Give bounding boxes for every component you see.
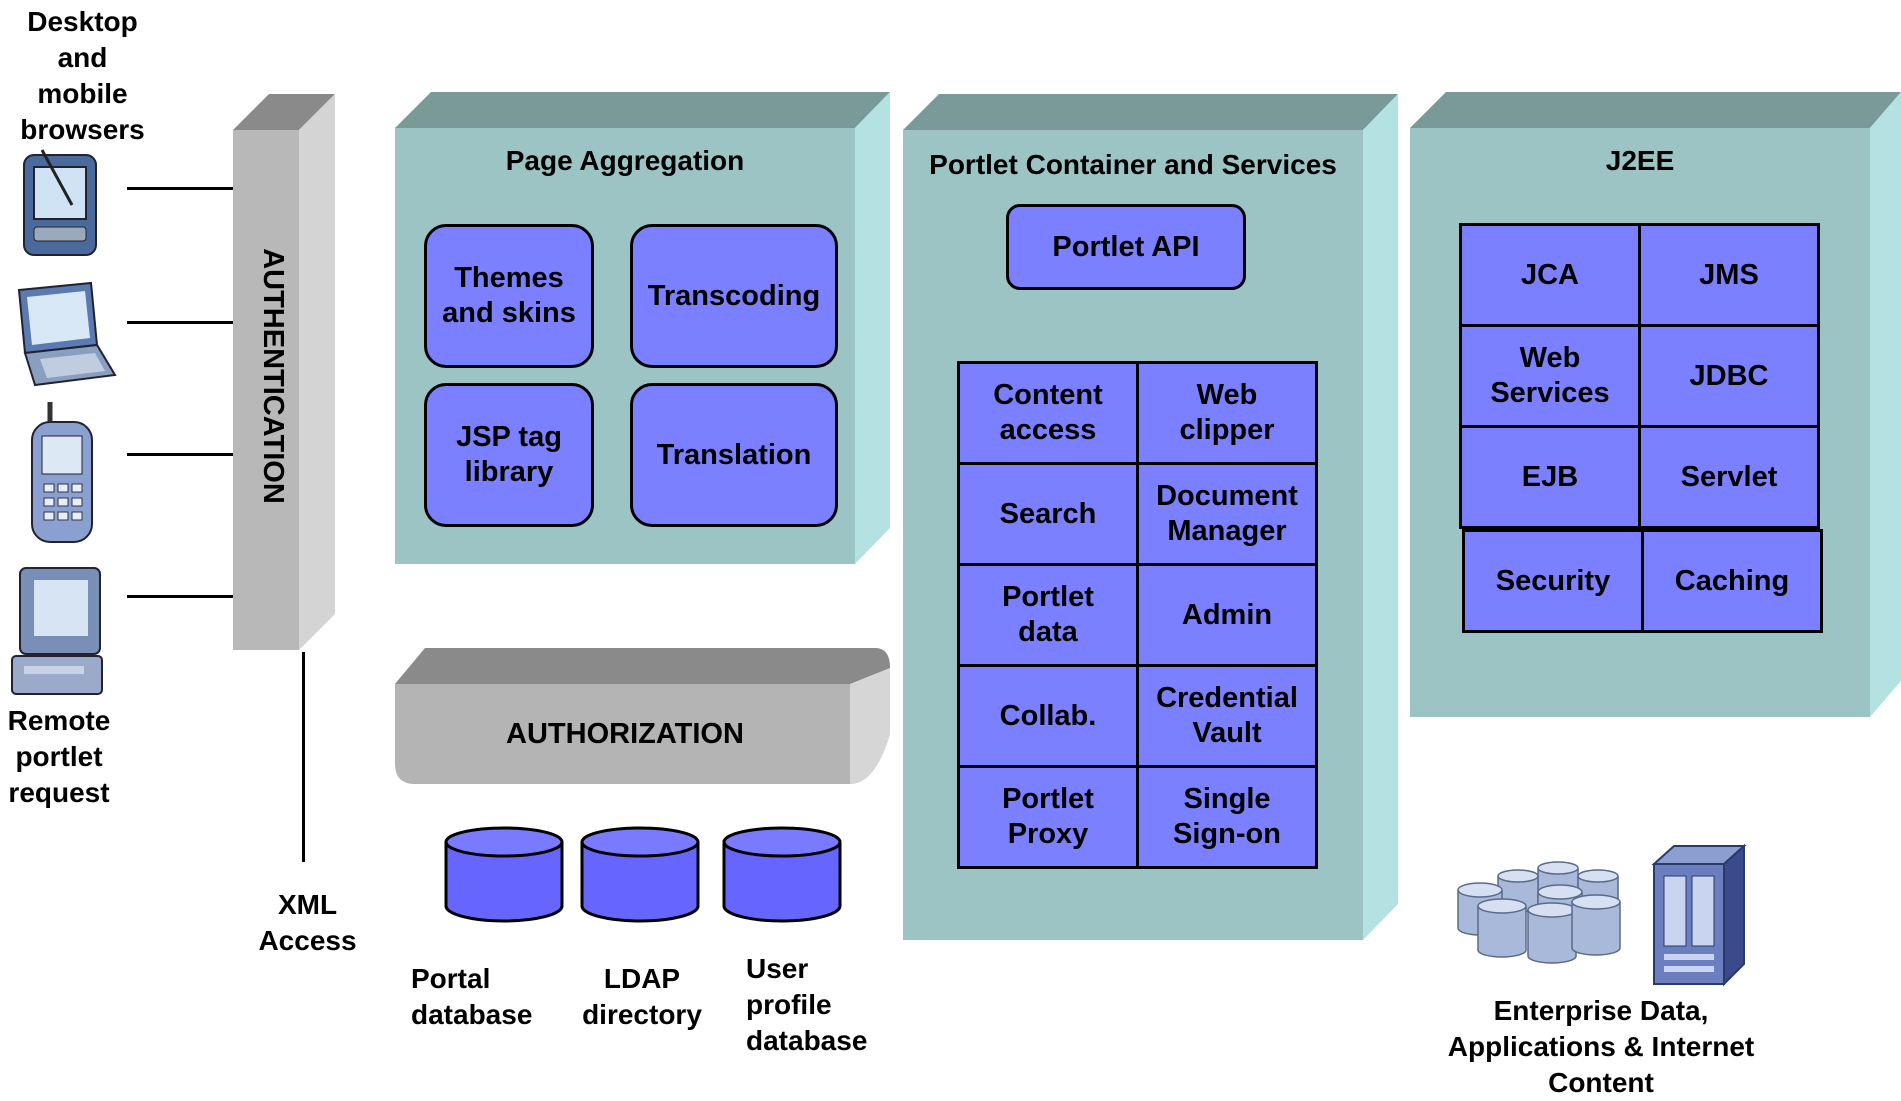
laptop-icon [5,275,117,390]
xml-access-line [302,652,305,862]
portal-database-icon [444,826,564,924]
translation-box: Translation [630,383,838,527]
themes-and-skins-box: Themes and skins [424,224,594,368]
connector-line [127,321,235,324]
ldap-directory-icon [580,826,700,924]
j2ee-ejb: EJB [1459,425,1641,529]
clients-bottom-label: Remote portlet request [7,705,111,808]
pda-icon [12,145,108,260]
user-profile-database-icon [722,826,842,924]
service-credential-vault: Credential Vault [1136,664,1318,768]
connector-line [127,187,235,190]
authorization-label: AUTHORIZATION [506,718,744,750]
authentication-label: AUTHENTICATION [257,248,289,504]
clients-top-label: Desktop and mobile browsers [20,6,145,145]
service-single-sign-on: Single Sign-on [1136,765,1318,869]
service-portlet-data: Portlet data [957,563,1139,667]
enterprise-label: Enterprise Data, Applications & Internet… [1447,995,1755,1098]
xml-access-label: XML Access [258,889,357,956]
service-search: Search [957,462,1139,566]
service-content-access: Content access [957,361,1139,465]
portlet-container-title: Portlet Container and Services [929,149,1337,180]
ldap-directory-label: LDAP directory [582,963,702,1030]
j2ee-jca: JCA [1459,223,1641,327]
jsp-tag-library-box: JSP tag library [424,383,594,527]
j2ee-web-services: Web Services [1459,324,1641,428]
connector-line [127,595,235,598]
portlet-api-box: Portlet API [1006,204,1246,290]
user-profile-database-label: User profile database [746,953,868,1056]
connector-line [127,453,235,456]
j2ee-servlet: Servlet [1638,425,1820,529]
service-web-clipper: Web clipper [1136,361,1318,465]
server-icon [1640,840,1750,990]
portal-database-label: Portal database [411,963,533,1030]
j2ee-jms: JMS [1638,223,1820,327]
authorization-bar [395,648,890,784]
cell-phone-icon [20,400,110,548]
j2ee-jdbc: JDBC [1638,324,1820,428]
service-collab: Collab. [957,664,1139,768]
service-portlet-proxy: Portlet Proxy [957,765,1139,869]
j2ee-security: Security [1462,529,1644,633]
database-cluster-icon [1448,858,1624,970]
j2ee-title: J2EE [1605,145,1675,176]
service-document-manager: Document Manager [1136,462,1318,566]
service-admin: Admin [1136,563,1318,667]
j2ee-caching: Caching [1641,529,1823,633]
page-aggregation-title: Page Aggregation [505,145,745,176]
authentication-bar: AUTHENTICATION [233,94,339,652]
desktop-computer-icon [6,560,110,700]
transcoding-box: Transcoding [630,224,838,368]
